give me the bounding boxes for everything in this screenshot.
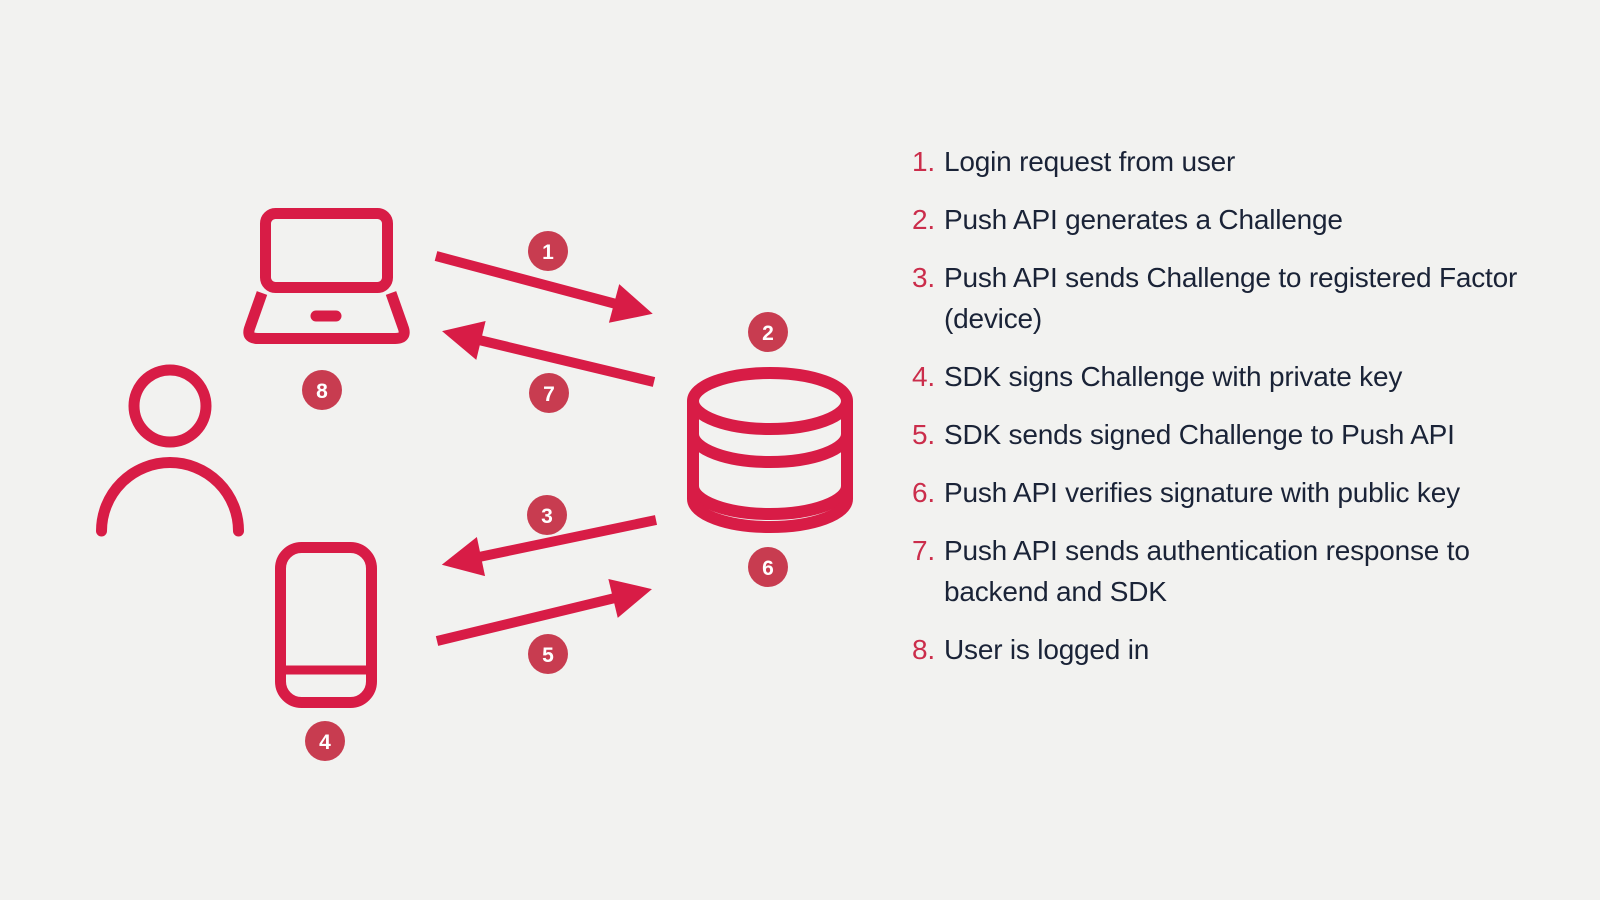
step-number: 3.	[912, 262, 935, 293]
arrow-step-3	[441, 515, 658, 577]
steps-list: 1. Login request from user 2. Push API g…	[912, 141, 1532, 687]
step-number: 6.	[912, 477, 935, 508]
step-badge-8-label: 8	[316, 380, 328, 403]
step-item-4: 4. SDK signs Challenge with private key	[912, 356, 1532, 397]
step-text: Push API verifies signature with public …	[944, 477, 1460, 508]
step-item-8: 8. User is logged in	[912, 629, 1532, 670]
step-badge-3-label: 3	[541, 505, 553, 528]
step-number: 7.	[912, 535, 935, 566]
step-badge-4-label: 4	[319, 731, 331, 754]
step-badges: 1 2 3 4 5 6 7	[302, 231, 788, 761]
step-badge-8: 8	[302, 370, 342, 410]
step-text: Push API generates a Challenge	[944, 204, 1343, 235]
step-text: Push API sends authentication response t…	[944, 535, 1470, 607]
step-badge-7-label: 7	[543, 383, 555, 406]
step-text: Login request from user	[944, 146, 1236, 177]
step-item-2: 2. Push API generates a Challenge	[912, 199, 1532, 240]
arrow-step-5	[435, 579, 652, 646]
step-badge-1-label: 1	[542, 241, 554, 264]
step-badge-6-label: 6	[762, 557, 774, 580]
arrow-step-7	[442, 321, 656, 387]
step-badge-7: 7	[529, 373, 569, 413]
laptop-icon	[243, 208, 410, 344]
step-number: 1.	[912, 146, 935, 177]
step-number: 8.	[912, 634, 935, 665]
step-number: 4.	[912, 361, 935, 392]
step-number: 2.	[912, 204, 935, 235]
step-badge-3: 3	[527, 495, 567, 535]
user-icon	[96, 364, 244, 537]
step-badge-2-label: 2	[762, 322, 774, 345]
step-badge-4: 4	[305, 721, 345, 761]
step-badge-1: 1	[528, 231, 568, 271]
step-badge-2: 2	[748, 312, 788, 352]
step-text: Push API sends Challenge to registered F…	[944, 262, 1518, 334]
step-item-6: 6. Push API verifies signature with publ…	[912, 472, 1532, 513]
phone-icon	[275, 542, 377, 708]
step-text: User is logged in	[944, 634, 1150, 665]
step-item-1: 1. Login request from user	[912, 141, 1532, 182]
step-badge-5-label: 5	[542, 644, 554, 667]
auth-flow-diagram: 1 2 3 4 5 6 7	[96, 208, 853, 761]
step-badge-6: 6	[748, 547, 788, 587]
step-text: SDK signs Challenge with private key	[944, 361, 1403, 392]
step-item-3: 3. Push API sends Challenge to registere…	[912, 257, 1532, 339]
flow-arrows	[434, 251, 658, 646]
arrow-step-1	[434, 251, 653, 323]
step-text: SDK sends signed Challenge to Push API	[944, 419, 1455, 450]
step-item-7: 7. Push API sends authentication respons…	[912, 530, 1532, 612]
database-icon	[687, 367, 853, 533]
step-number: 5.	[912, 419, 935, 450]
step-badge-5: 5	[528, 634, 568, 674]
step-item-5: 5. SDK sends signed Challenge to Push AP…	[912, 414, 1532, 455]
